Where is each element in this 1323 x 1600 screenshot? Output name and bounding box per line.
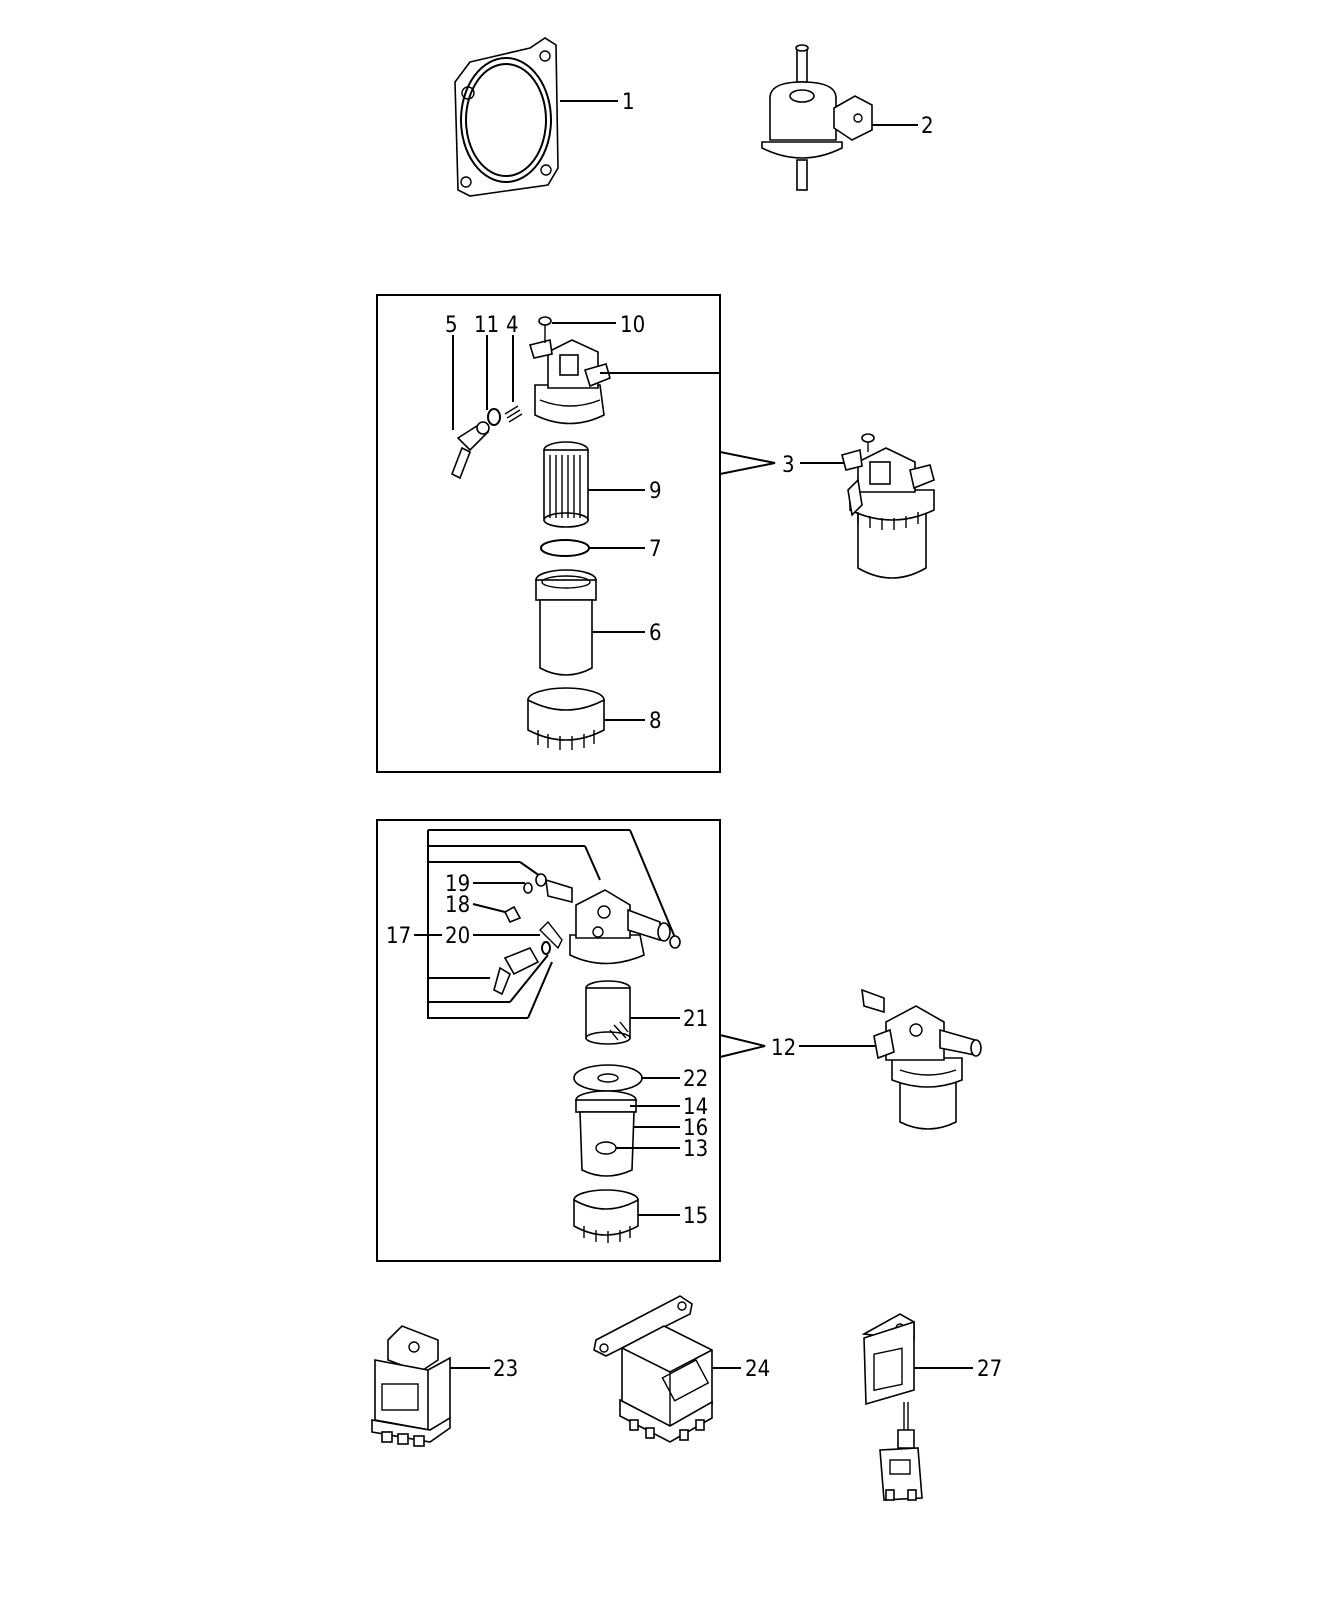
- fuel-pump-icon: [761, 44, 873, 191]
- callout-13: 13: [683, 1137, 708, 1162]
- callout-27: 27: [977, 1357, 1002, 1382]
- callout-6: 6: [649, 621, 662, 646]
- callout-3: 3: [782, 453, 795, 478]
- separator-bowl-icon: [575, 1090, 637, 1177]
- callout-11: 11: [474, 313, 499, 338]
- callout-2: 2: [921, 114, 934, 139]
- callout-4: 4: [506, 313, 519, 338]
- callout-22: 22: [683, 1067, 708, 1092]
- callout-18: 18: [445, 893, 470, 918]
- drain-lever-icon: [493, 946, 540, 996]
- callout-20: 20: [445, 924, 470, 949]
- callout-1: 1: [622, 90, 635, 115]
- callout-12: 12: [771, 1036, 796, 1061]
- relay-bracket-icon: [593, 1295, 713, 1443]
- relay-connector-icon: [861, 1313, 923, 1501]
- callout-24: 24: [745, 1357, 770, 1382]
- fuel-filter-exploded-box: [376, 294, 721, 773]
- callout-9: 9: [649, 479, 662, 504]
- separator-disc-icon: [573, 1064, 643, 1092]
- filter-head-icon: [528, 316, 611, 425]
- callout-21: 21: [683, 1007, 708, 1032]
- callout-23: 23: [493, 1357, 518, 1382]
- filter-element-icon: [543, 441, 589, 528]
- filter-bowl-icon: [535, 569, 597, 676]
- callout-15: 15: [683, 1204, 708, 1229]
- callout-17: 17: [386, 924, 411, 949]
- water-separator-exploded-box: [376, 819, 721, 1262]
- retaining-ring-icon: [527, 687, 605, 750]
- callout-14: 14: [683, 1095, 708, 1120]
- callout-8: 8: [649, 709, 662, 734]
- callout-19: 19: [445, 872, 470, 897]
- separator-head-icon: [545, 878, 671, 965]
- o-ring-icon: [540, 539, 590, 557]
- callout-7: 7: [649, 537, 662, 562]
- water-separator-assembly-icon: [861, 988, 982, 1130]
- callout-16: 16: [683, 1116, 708, 1141]
- separator-element-icon: [585, 980, 631, 1045]
- callout-5: 5: [445, 313, 458, 338]
- drain-cock-icon: [450, 421, 490, 480]
- callout-10: 10: [620, 313, 645, 338]
- fuel-filter-assembly-icon: [841, 433, 935, 579]
- separator-ring-icon: [573, 1189, 639, 1243]
- gasket-icon: [454, 37, 559, 197]
- relay-icon: [371, 1325, 451, 1447]
